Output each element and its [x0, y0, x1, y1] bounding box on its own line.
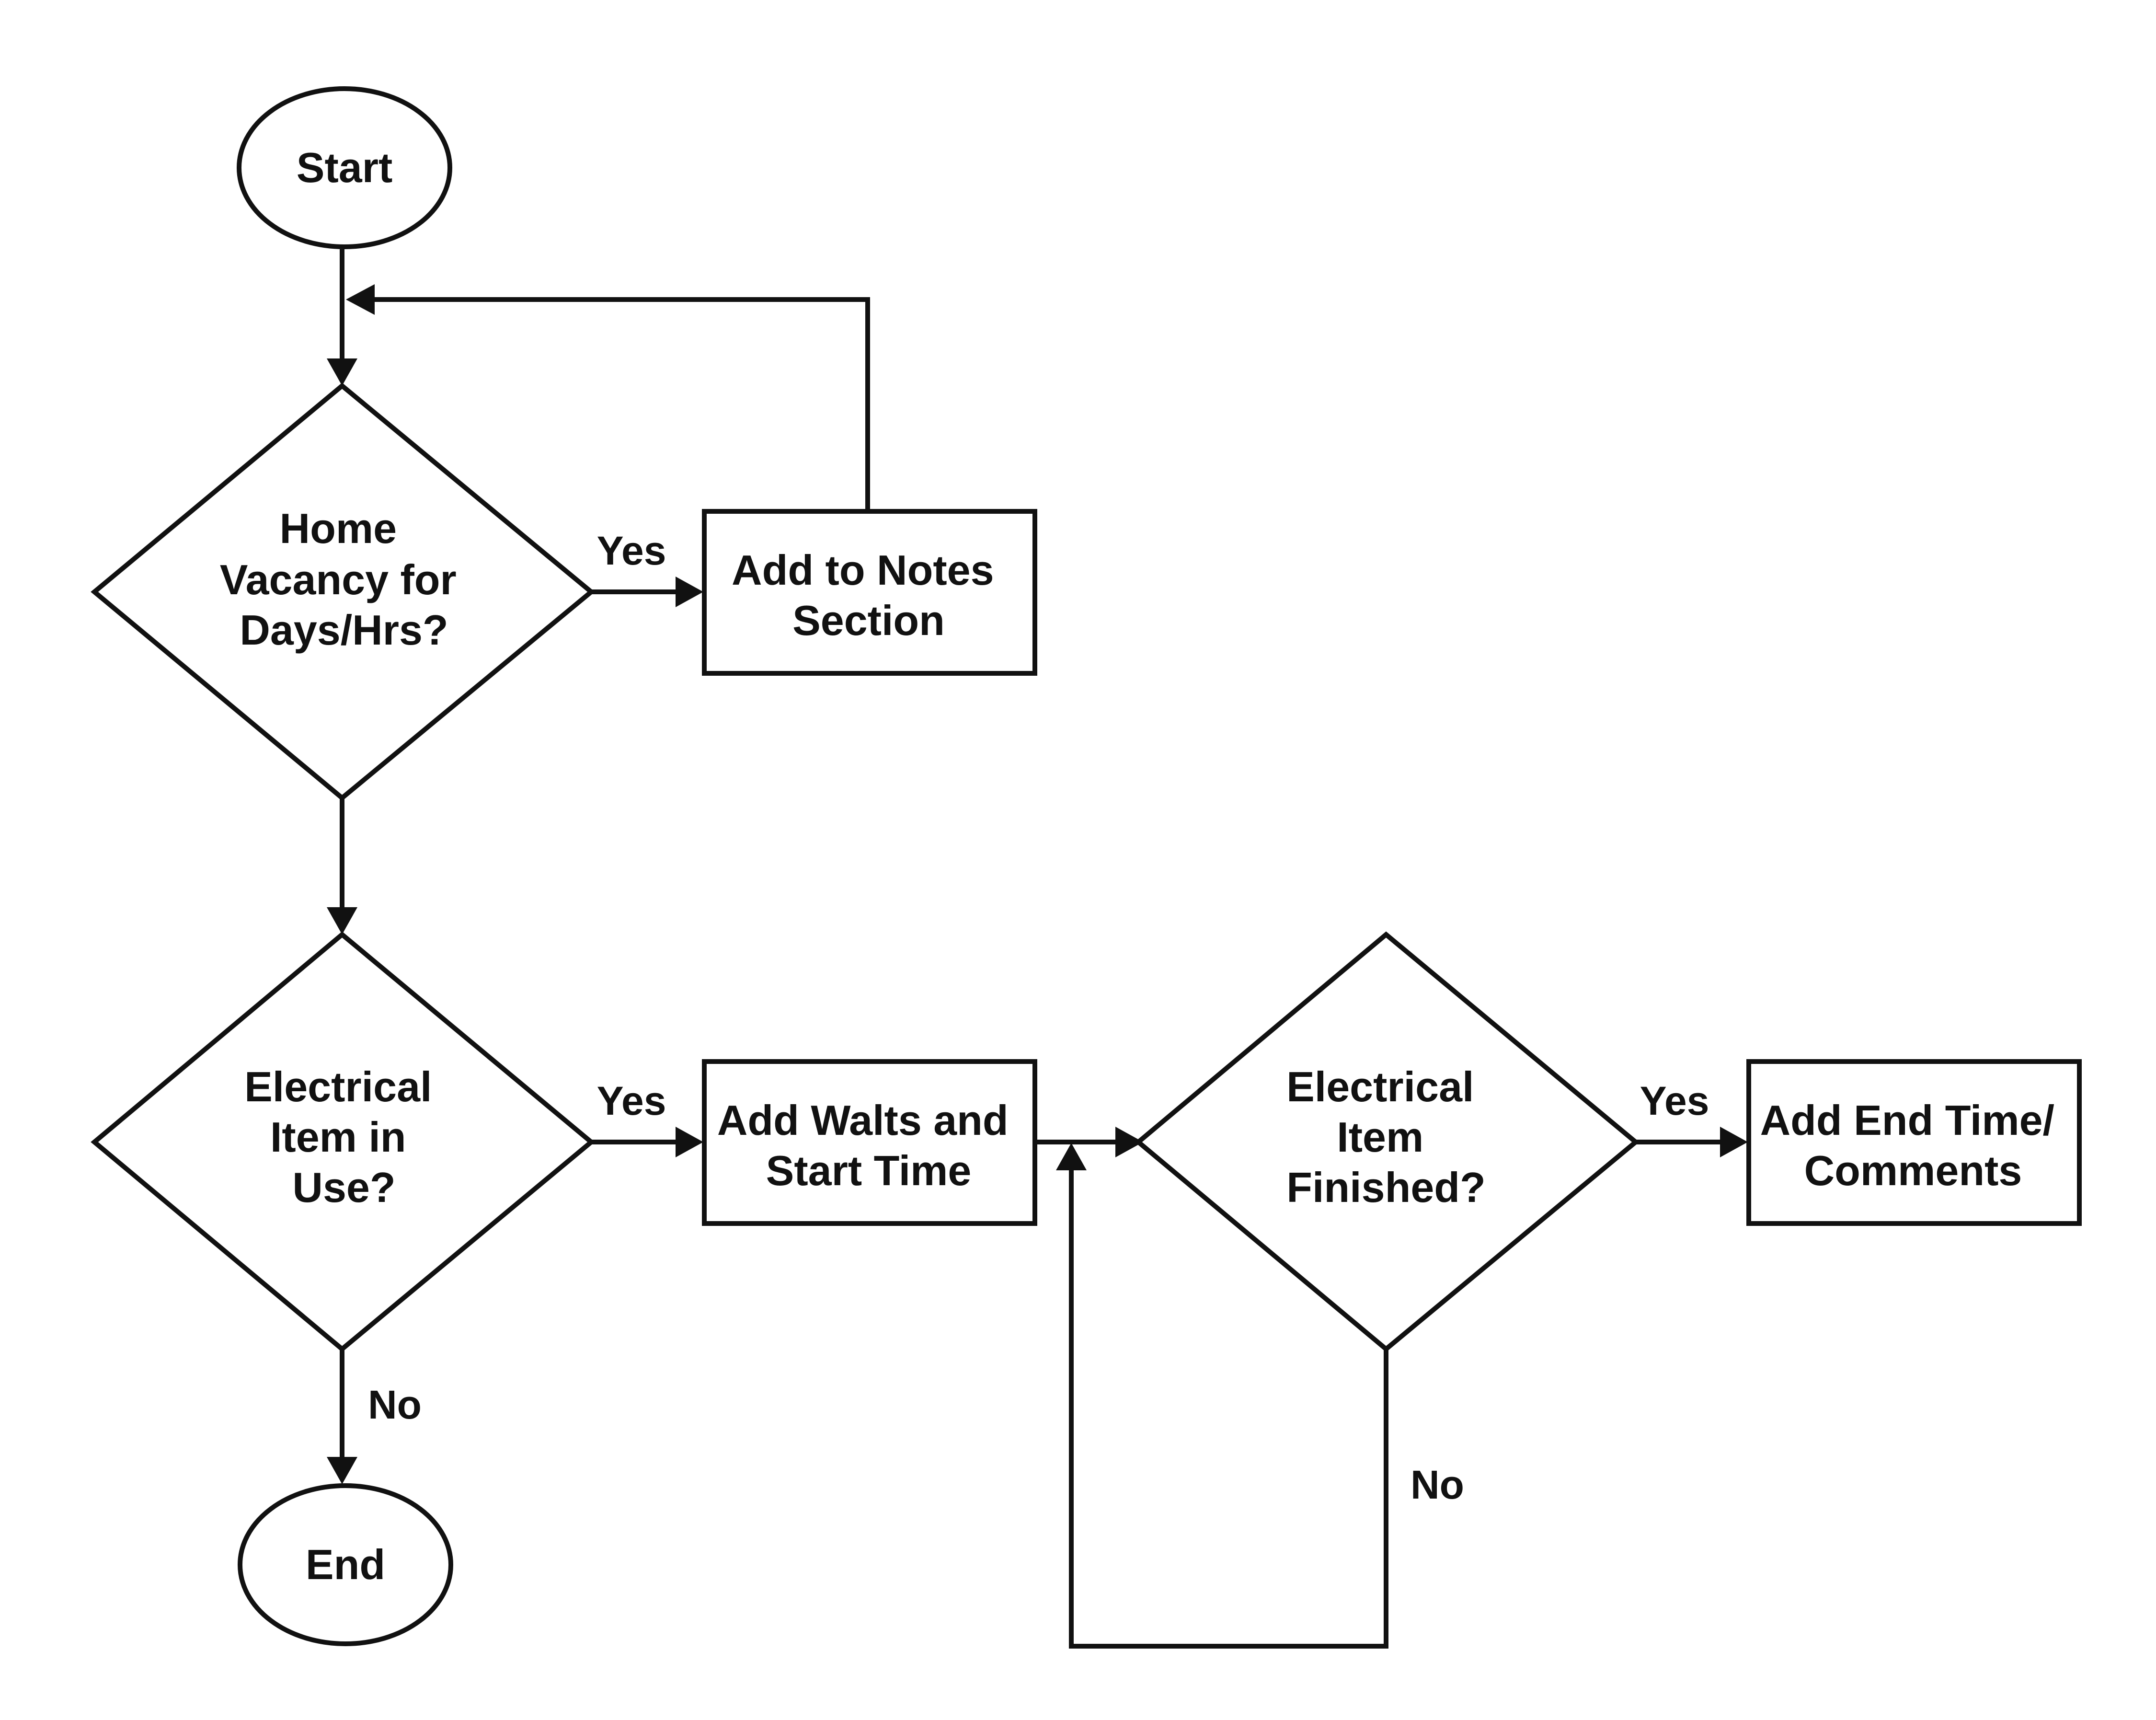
- arrowhead-down: [327, 1457, 357, 1484]
- label-in-use-no: No: [368, 1382, 422, 1427]
- node-add-walts-line: Add Walts and: [717, 1097, 1009, 1144]
- arrowhead-down: [327, 907, 357, 935]
- electrical-in-use-decision: [91, 931, 595, 1352]
- node-add-walts-line: Start Time: [766, 1147, 972, 1194]
- svg-text:Add End Time/ Comments: Add End Time/ Comments: [1760, 1097, 2066, 1194]
- node-start-line: Start: [297, 144, 393, 191]
- node-start: Start: [237, 86, 452, 249]
- arrowhead-left: [346, 284, 375, 315]
- node-add-walts: Add Walts and Start Time: [702, 1059, 1037, 1226]
- label-in-use-yes: Yes: [597, 1078, 666, 1123]
- electrical-finished-decision: [1135, 931, 1640, 1352]
- node-electrical-in-use: Electrical Item in Use?: [91, 931, 595, 1352]
- add-end-time-process: [1746, 1059, 2082, 1226]
- label-finished-no: No: [1411, 1462, 1464, 1507]
- node-end: End: [238, 1483, 453, 1646]
- label-finished-yes: Yes: [1640, 1078, 1709, 1123]
- node-electrical-finished-line: Item: [1337, 1113, 1423, 1161]
- add-walts-process: [702, 1059, 1037, 1226]
- svg-text:Start: Start: [297, 144, 393, 191]
- svg-text:Electrical Item Fi: Electrical Item Finished?: [1286, 1063, 1486, 1211]
- edge-labels: Yes Yes No Yes No: [368, 528, 1709, 1507]
- node-electrical-in-use-line: Use?: [292, 1164, 395, 1211]
- node-add-end-time-line: Add End Time/: [1760, 1097, 2054, 1144]
- arrowhead-right: [676, 577, 703, 607]
- svg-text:Add to Notes Section: Add to Notes Section: [732, 546, 1006, 644]
- node-add-notes-line: Add to Notes: [732, 546, 994, 594]
- node-electrical-in-use-line: Electrical: [244, 1063, 432, 1110]
- node-add-end-time: Add End Time/ Comments: [1746, 1059, 2082, 1226]
- end-terminator: [238, 1483, 453, 1646]
- add-notes-process: [702, 509, 1037, 676]
- edge-finished-no-loop: [1069, 1169, 1388, 1649]
- node-add-notes-line: Section: [792, 597, 945, 644]
- node-end-line: End: [306, 1541, 385, 1588]
- node-electrical-finished-line: Electrical: [1286, 1063, 1474, 1110]
- arrowhead-up: [1056, 1143, 1087, 1170]
- node-electrical-finished-line: Finished?: [1286, 1164, 1486, 1211]
- arrowhead-right: [1115, 1127, 1143, 1157]
- node-electrical-finished: Electrical Item Finished?: [1135, 931, 1640, 1352]
- label-vacancy-yes: Yes: [597, 528, 666, 573]
- arrowhead-down: [327, 358, 357, 386]
- start-terminator: [237, 86, 452, 249]
- edge-notes-loop-back: [369, 297, 870, 510]
- svg-text:End: End: [306, 1541, 385, 1588]
- home-vacancy-decision: [91, 382, 595, 801]
- arrowhead-right: [1720, 1127, 1748, 1157]
- node-home-vacancy-line: Vacancy for: [220, 556, 457, 603]
- node-home-vacancy: Home Vacancy for Days/Hrs?: [91, 382, 595, 801]
- svg-text:Electrical Item in: Electrical Item in Use?: [244, 1063, 444, 1211]
- connectors: [327, 249, 1748, 1649]
- svg-text:Add Walts and Start Time: Add Walts and Start Time: [717, 1097, 1020, 1194]
- node-home-vacancy-line: Home: [280, 505, 397, 552]
- node-add-end-time-line: Comments: [1804, 1147, 2022, 1194]
- node-add-notes: Add to Notes Section: [702, 509, 1037, 676]
- arrowhead-right: [676, 1127, 703, 1157]
- node-home-vacancy-line: Days/Hrs?: [240, 606, 448, 654]
- svg-text:Home Vacancy for D: Home Vacancy for Days/Hrs?: [220, 505, 469, 654]
- node-electrical-in-use-line: Item in: [270, 1113, 406, 1161]
